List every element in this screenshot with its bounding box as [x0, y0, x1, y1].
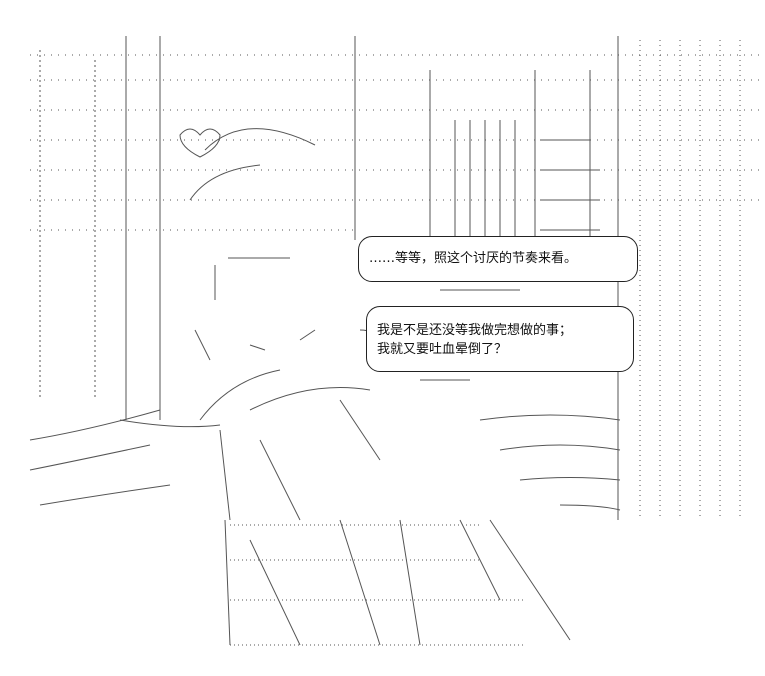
speech-text: 我就又要吐血晕倒了？ [377, 342, 508, 357]
speech-bubble-2: 我是不是还没等我做完想做的事； 我就又要吐血晕倒了？ [366, 306, 634, 372]
speech-text: ……等等，照这个讨厌的节奏来看。 [369, 251, 578, 266]
speech-text: 我是不是还没等我做完想做的事； [377, 323, 573, 338]
art-strokes [29, 36, 760, 646]
speech-bubble-1: ……等等，照这个讨厌的节奏来看。 [358, 236, 638, 282]
